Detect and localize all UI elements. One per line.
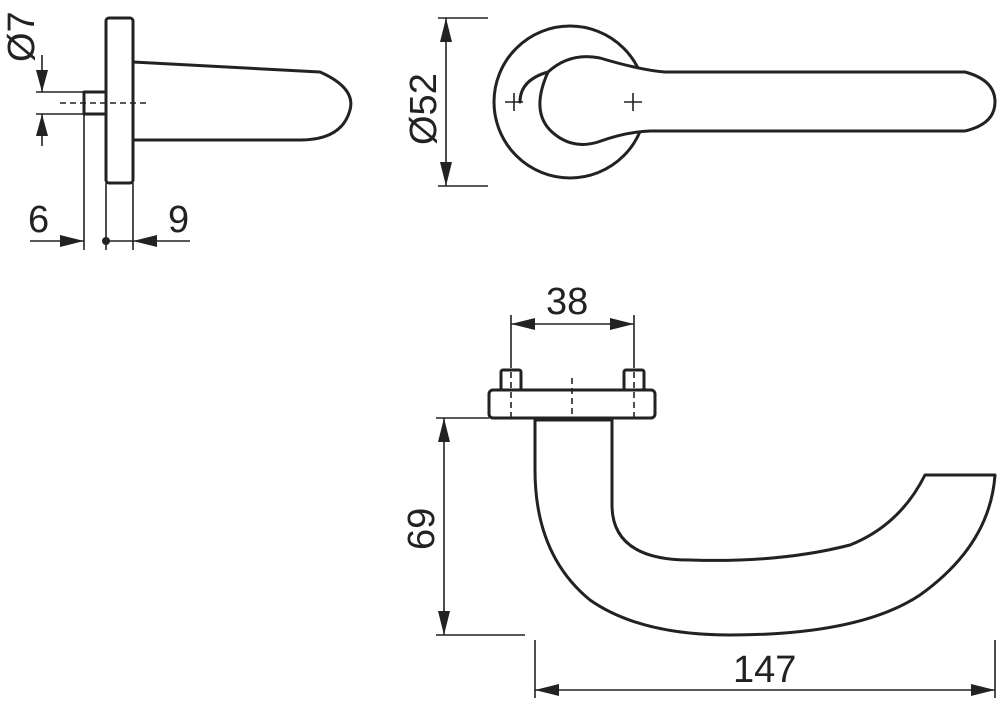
screw-mark-left: [505, 93, 523, 111]
length-arrow-left: [535, 684, 559, 696]
spacing-arrow-right: [610, 318, 634, 330]
side-lever-profile: [131, 60, 353, 142]
side-view: Ø7 6 9: [1, 11, 353, 250]
pin-arrow-bottom: [36, 114, 48, 136]
lever-length-label: 147: [733, 649, 796, 691]
length-arrow-right: [971, 684, 995, 696]
pin-arrow-top: [36, 70, 48, 92]
left-offset-label: 6: [28, 199, 49, 241]
rose-arrow-bottom: [440, 162, 452, 186]
side-rose-plate: [104, 16, 135, 185]
front-view: Ø52: [403, 17, 997, 187]
rose-arrow-top: [440, 18, 452, 42]
top-screw-left: [499, 368, 523, 392]
screw-mark-right: [624, 93, 642, 111]
right-offset-label: 9: [168, 199, 189, 241]
offset-dot: [102, 237, 110, 245]
projection-arrow-bottom: [438, 611, 450, 635]
front-lever: [538, 55, 997, 146]
rose-diameter-label: Ø52: [403, 73, 445, 145]
offset-arrow-left: [60, 235, 84, 247]
projection-arrow-top: [438, 418, 450, 442]
top-view: 38 69 147: [401, 281, 997, 698]
top-lever-arc: [533, 418, 997, 637]
spacing-arrow-left: [511, 318, 535, 330]
top-screw-right: [622, 368, 646, 392]
projection-label: 69: [401, 508, 443, 550]
pin-diameter-label: Ø7: [1, 11, 43, 62]
front-lever-neck: [518, 70, 550, 104]
screw-spacing-label: 38: [546, 281, 588, 323]
offset-arrow-right: [133, 235, 157, 247]
